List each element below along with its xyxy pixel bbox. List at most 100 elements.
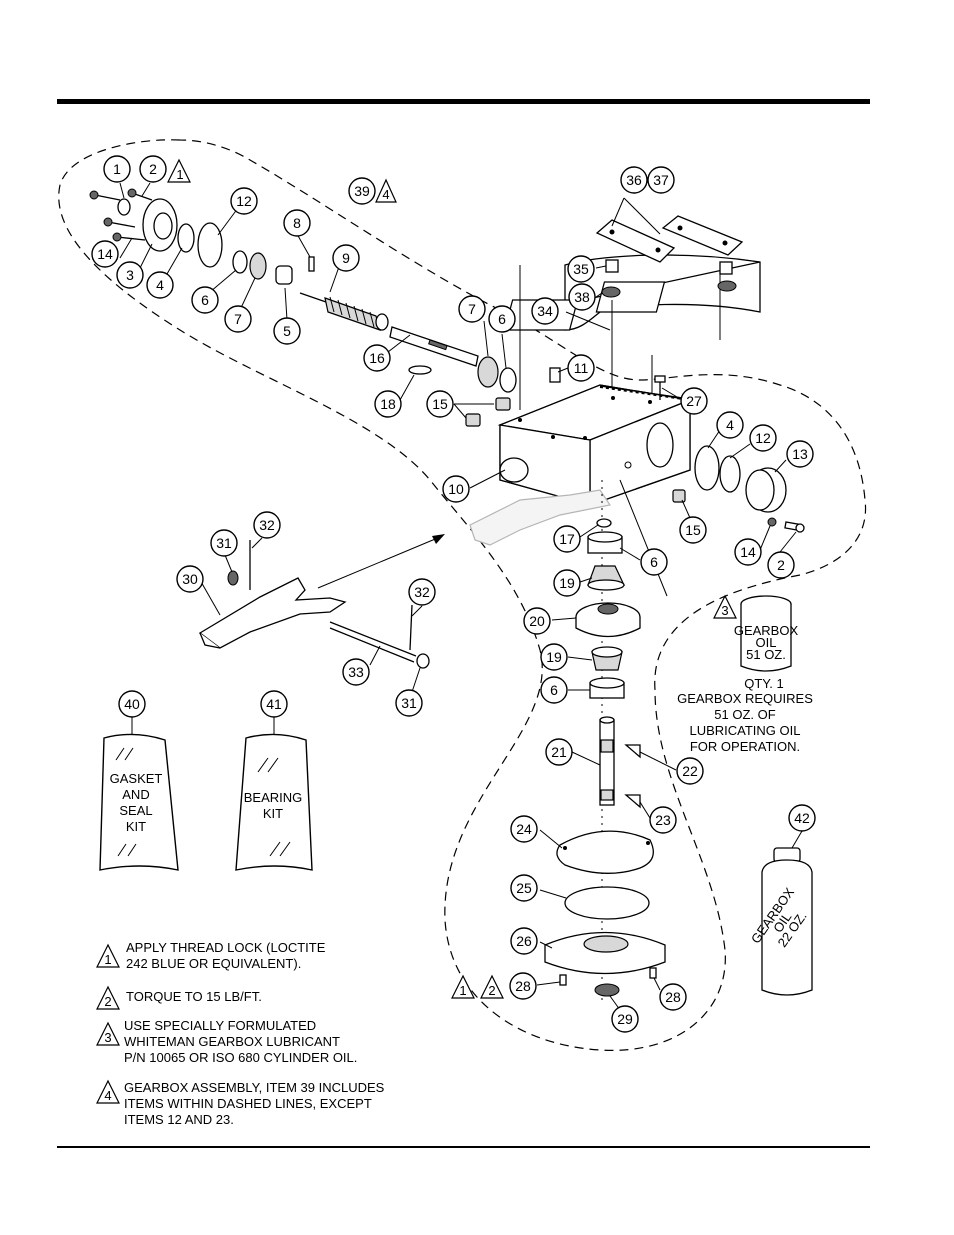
gasket-12-right bbox=[719, 455, 741, 493]
svg-text:7: 7 bbox=[234, 311, 242, 327]
svg-text:18: 18 bbox=[380, 396, 396, 412]
callout-33: 33 bbox=[342, 658, 370, 686]
svg-text:17: 17 bbox=[559, 531, 575, 547]
svg-text:33: 33 bbox=[348, 664, 364, 680]
nut-35 bbox=[605, 259, 733, 275]
callout-15b: 15 bbox=[679, 516, 707, 544]
svg-text:31: 31 bbox=[216, 535, 232, 551]
note-1-line-1: APPLY THREAD LOCK (LOCTITE bbox=[126, 940, 326, 955]
svg-text:4: 4 bbox=[156, 277, 164, 293]
svg-text:32: 32 bbox=[259, 517, 275, 533]
callout-7b: 7 bbox=[458, 295, 486, 323]
oil-can-label-1: GEARBOX bbox=[734, 623, 799, 638]
oil-req-line-3: LUBRICATING OIL bbox=[689, 723, 800, 738]
svg-text:2: 2 bbox=[777, 557, 785, 573]
note-3-line-2: WHITEMAN GEARBOX LUBRICANT bbox=[124, 1034, 340, 1049]
svg-text:11: 11 bbox=[574, 360, 589, 376]
ring-17 bbox=[596, 518, 612, 528]
seal-6-lower bbox=[589, 677, 625, 699]
callout-39: 39 bbox=[348, 177, 376, 205]
callout-19b: 19 bbox=[540, 643, 568, 671]
callout-15: 15 bbox=[426, 390, 454, 418]
callout-5: 5 bbox=[273, 317, 301, 345]
callout-32b: 32 bbox=[408, 578, 436, 606]
svg-text:19: 19 bbox=[546, 649, 562, 665]
callout-41: 41 bbox=[260, 690, 288, 718]
callout-36: 36 bbox=[620, 166, 648, 194]
seal-6-right bbox=[499, 367, 517, 393]
flag-2-bottom: 2 bbox=[480, 974, 504, 999]
svg-text:25: 25 bbox=[516, 880, 532, 896]
callout-31b: 31 bbox=[395, 689, 423, 717]
flag-1-bottom: 1 bbox=[451, 974, 475, 999]
callout-6b: 6 bbox=[488, 305, 516, 333]
callout-26: 26 bbox=[510, 927, 538, 955]
oil-can-label-3: 51 OZ. bbox=[746, 647, 786, 662]
callout-34: 34 bbox=[531, 297, 559, 325]
washer-1 bbox=[117, 198, 131, 216]
svg-text:38: 38 bbox=[574, 289, 590, 305]
o-ring-4 bbox=[177, 223, 195, 253]
footer-rule bbox=[57, 1146, 870, 1148]
callout-19: 19 bbox=[553, 569, 581, 597]
callout-14b: 14 bbox=[734, 538, 762, 566]
key-18 bbox=[408, 365, 432, 375]
svg-text:9: 9 bbox=[342, 250, 350, 266]
bolt-2-right bbox=[784, 521, 805, 533]
callout-4b: 4 bbox=[716, 411, 744, 439]
note-4: 4 GEARBOX ASSEMBLY, ITEM 39 INCLUDES ITE… bbox=[96, 1079, 385, 1127]
housing-holes bbox=[518, 396, 652, 469]
svg-text:22: 22 bbox=[682, 763, 698, 779]
callout-17: 17 bbox=[553, 525, 581, 553]
washer-31-upper bbox=[227, 570, 239, 586]
svg-text:21: 21 bbox=[551, 744, 567, 760]
flag-1-top: 1 bbox=[167, 158, 191, 183]
svg-text:39: 39 bbox=[354, 183, 370, 199]
callout-37: 37 bbox=[647, 166, 675, 194]
svg-text:36: 36 bbox=[626, 172, 642, 188]
oil-qty: QTY. 1 bbox=[744, 676, 784, 691]
oil-can-51oz: GEARBOX OIL 51 OZ. bbox=[734, 595, 799, 672]
shaft-21 bbox=[599, 716, 615, 806]
bearing-7-left bbox=[249, 252, 267, 280]
svg-text:20: 20 bbox=[529, 613, 545, 629]
shaft-33 bbox=[329, 621, 417, 663]
svg-text:28: 28 bbox=[665, 989, 681, 1005]
svg-text:26: 26 bbox=[516, 933, 532, 949]
bearing-19-lower bbox=[591, 646, 623, 671]
svg-text:15: 15 bbox=[432, 396, 448, 412]
note-3-line-3: P/N 10065 OR ISO 680 CYLINDER OIL. bbox=[124, 1050, 357, 1065]
svg-text:5: 5 bbox=[283, 323, 291, 339]
svg-text:2: 2 bbox=[149, 161, 157, 177]
svg-text:31: 31 bbox=[401, 695, 417, 711]
bolts-1-2 bbox=[89, 188, 153, 242]
assembly-boundary-dashed bbox=[58, 139, 867, 1051]
callout-22: 22 bbox=[676, 757, 704, 785]
callout-25: 25 bbox=[510, 874, 538, 902]
worm-9 bbox=[299, 292, 389, 331]
callout-12b: 12 bbox=[749, 424, 777, 452]
note-3-line-1: USE SPECIALLY FORMULATED bbox=[124, 1018, 316, 1033]
callout-29: 29 bbox=[611, 1005, 639, 1033]
breather-11 bbox=[549, 367, 561, 383]
gasket-seal-kit-bag: GASKET AND SEAL KIT bbox=[99, 733, 179, 871]
svg-text:40: 40 bbox=[124, 696, 140, 712]
svg-text:2: 2 bbox=[488, 983, 495, 998]
svg-text:3: 3 bbox=[721, 603, 728, 618]
key-8 bbox=[308, 256, 315, 272]
svg-text:13: 13 bbox=[792, 446, 808, 462]
callout-11: 11 bbox=[567, 354, 595, 382]
note-4-line-3: ITEMS 12 AND 23. bbox=[124, 1112, 234, 1127]
callout-12: 12 bbox=[230, 187, 258, 215]
cover-3 bbox=[142, 198, 178, 252]
shaft-16 bbox=[389, 326, 479, 367]
oil-req-line-2: 51 OZ. OF bbox=[714, 707, 775, 722]
svg-text:3: 3 bbox=[104, 1030, 111, 1045]
callout-7: 7 bbox=[224, 305, 252, 333]
callout-3: 3 bbox=[116, 261, 144, 289]
svg-text:1: 1 bbox=[113, 161, 121, 177]
cover-13 bbox=[745, 467, 787, 513]
bearing-kit-line-2: KIT bbox=[263, 806, 283, 821]
o-ring-25 bbox=[564, 886, 650, 920]
svg-text:1: 1 bbox=[104, 952, 111, 967]
